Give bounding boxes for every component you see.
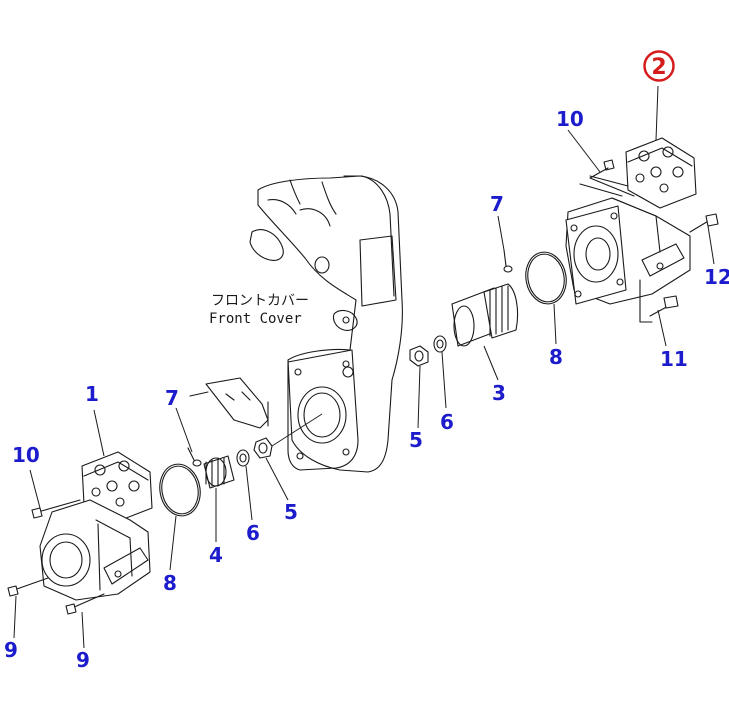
callout-2: 2	[651, 55, 666, 80]
callout-10-right: 10	[556, 107, 584, 131]
callout-9-left: 9	[4, 638, 18, 662]
right-compressor-part	[565, 137, 719, 323]
callout-1: 1	[85, 382, 99, 406]
callout-12: 12	[704, 265, 729, 289]
callout-10-left: 10	[12, 443, 40, 467]
callout-11: 11	[660, 347, 688, 371]
callout-6-left: 6	[246, 521, 260, 545]
callout-8-right: 8	[549, 345, 563, 369]
front-cover-part	[189, 175, 403, 473]
leader-lines	[13, 85, 715, 649]
caption-english: Front Cover	[209, 311, 302, 327]
callout-7-left: 7	[165, 386, 179, 410]
callout-7-right: 7	[490, 192, 504, 216]
callout-8-left: 8	[163, 571, 177, 595]
callout-5-left: 5	[284, 500, 298, 524]
callout-5-right: 5	[409, 428, 423, 452]
callout-9-bottom: 9	[76, 648, 90, 672]
highlighted-callout-2: 2	[643, 50, 675, 82]
callout-3: 3	[492, 381, 506, 405]
callout-4: 4	[209, 543, 223, 567]
callout-labels: 1 10 9 9 7 8 4 6 5 5 6 3 7 8 10 12 11	[4, 107, 729, 672]
caption-japanese: フロントカバー	[211, 293, 309, 309]
callout-6-right: 6	[440, 410, 454, 434]
right-group-parts	[409, 249, 567, 367]
left-compressor-part	[7, 451, 153, 615]
left-group-parts	[159, 413, 323, 517]
